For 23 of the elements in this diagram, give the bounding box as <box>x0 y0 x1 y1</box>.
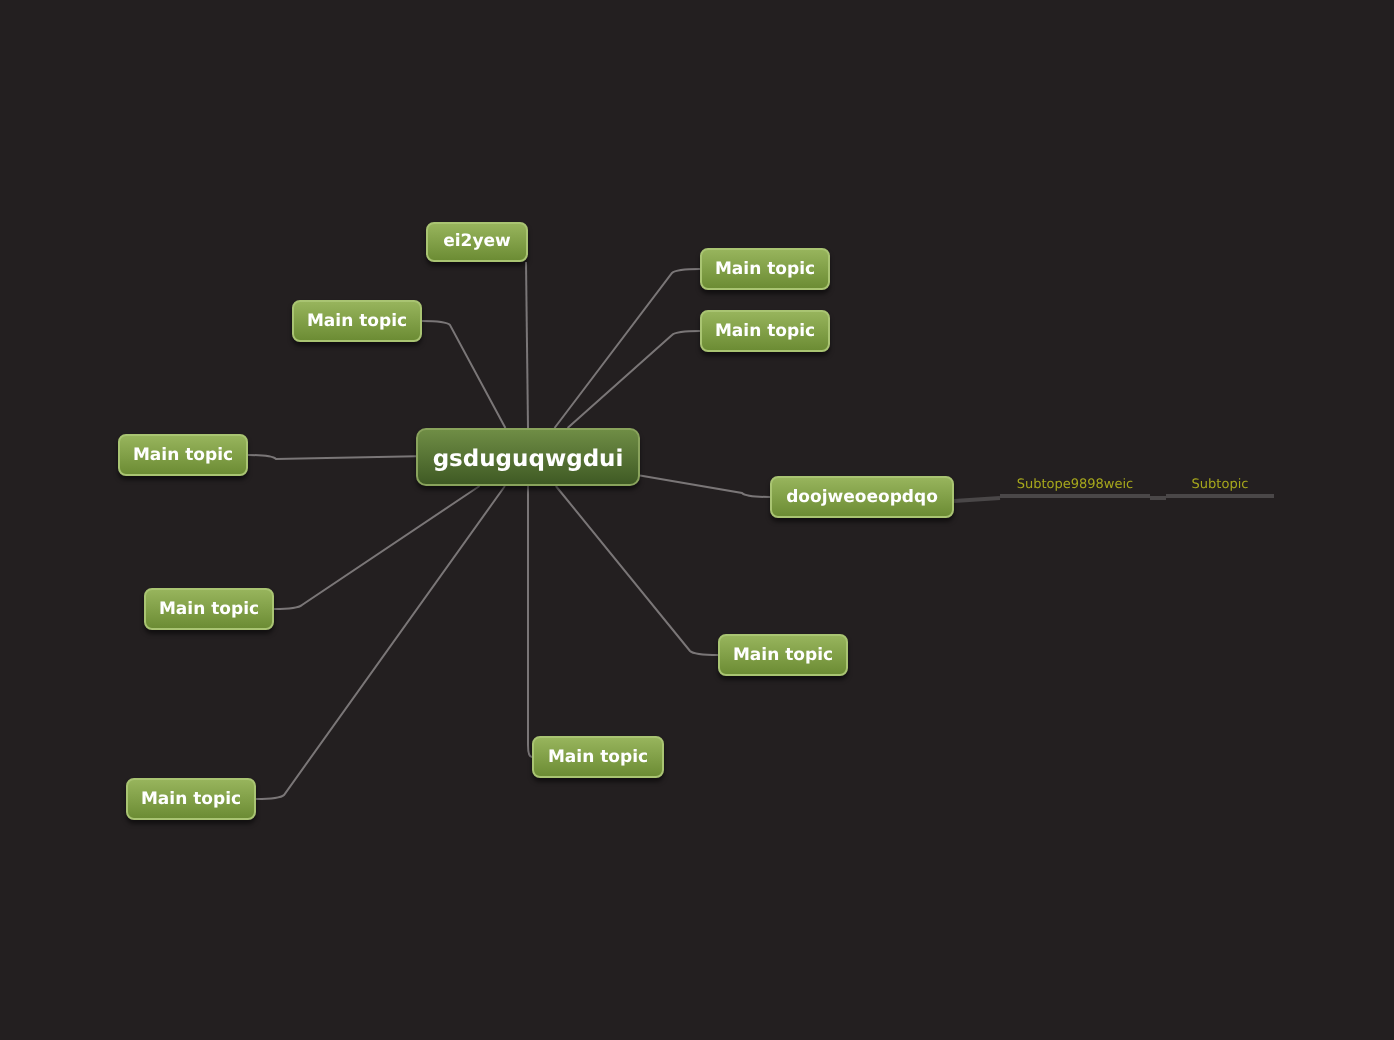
connector-line <box>553 268 701 429</box>
connector-line <box>566 330 701 429</box>
connector-line <box>273 485 481 610</box>
connector-line <box>554 485 719 656</box>
connector-line <box>247 454 417 460</box>
connector-line <box>525 261 529 429</box>
topic-box: ei2yew <box>426 222 528 262</box>
topic-box: Main topic <box>126 778 256 820</box>
topic-box: Main topic <box>144 588 274 630</box>
connector-line <box>527 485 533 758</box>
topic-box: Main topic <box>532 736 664 778</box>
topic-box: Main topic <box>118 434 248 476</box>
connector-line <box>639 474 771 498</box>
topic-box: doojweoeopdqo <box>770 476 954 518</box>
connector-line <box>953 496 1001 503</box>
connector-line <box>421 320 507 429</box>
topic-box: Main topic <box>292 300 422 342</box>
topic-box: Main topic <box>718 634 848 676</box>
connector-line <box>255 485 506 800</box>
connector-line <box>1150 496 1166 500</box>
central-topic-box: gsduguqwgdui <box>416 428 640 486</box>
topic-box: Main topic <box>700 310 830 352</box>
topic-box: Main topic <box>700 248 830 290</box>
